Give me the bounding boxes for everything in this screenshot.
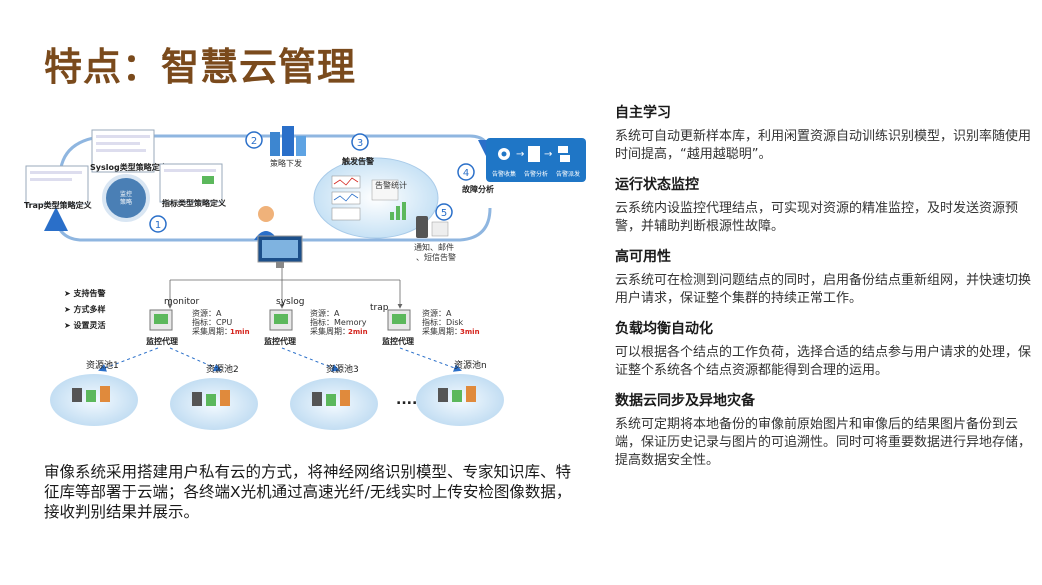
feature-item: 数据云同步及异地灾备 系统可定期将本地备份的审像前原始图片和审像后的结果图片备份…: [615, 392, 1035, 470]
flow-step-3: 告警派发: [556, 170, 580, 178]
flow-arrow-2: →: [544, 149, 552, 160]
protocol-syslog: syslog: [276, 297, 304, 307]
feature-title: 自主学习: [615, 105, 671, 121]
agent-2-metric: 指标：Memory: [310, 317, 367, 327]
agent-2-val: 2min: [348, 328, 368, 336]
policy-card-syslog: [91, 129, 155, 173]
diagram-canvas: Syslog类型策略定义 Trap类型策略定义 指标类型策略定义 监控 策略 1…: [24, 126, 586, 430]
protocol-trap: trap: [370, 303, 389, 313]
feature-item: 高可用性 云系统可在检测到问题结点的同时，启用备份结点重新组网，并快速切换用户请…: [615, 248, 1035, 308]
building-icon: [270, 126, 306, 156]
agent-1-res: 资源：A: [192, 308, 222, 318]
bullet-list: ➤ 支持告警 ➤ 方式多样 ➤ 设置灵活: [64, 288, 106, 330]
phone-icon: [416, 216, 428, 238]
agent-1-cycle: 采集周期：: [192, 326, 232, 336]
bullet-3: ➤ 设置灵活: [64, 320, 106, 330]
policy-badge-line2: 策略: [120, 198, 132, 206]
step-3-icon: 3: [351, 133, 369, 151]
svg-text:资源池2: 资源池2: [206, 363, 239, 375]
syslog-def-label: Syslog类型策略定义: [90, 162, 169, 172]
flow-step-1: 告警收集: [492, 170, 516, 178]
feature-title: 数据云同步及异地灾备: [615, 393, 755, 409]
policy-card-metric: [159, 163, 223, 203]
svg-text:资源池1: 资源池1: [86, 359, 119, 371]
feature-title: 负载均衡自动化: [615, 321, 713, 337]
policy-card-trap: [25, 165, 89, 205]
bullet-1: ➤ 支持告警: [64, 288, 106, 298]
bullet-2: ➤ 方式多样: [64, 304, 106, 314]
agent-1-metric: 指标：CPU: [192, 317, 232, 327]
agent-1: 监控代理 资源：A 指标：CPU 采集周期： 1min: [146, 308, 250, 346]
step-1-icon: 1: [149, 215, 167, 233]
feature-item: 运行状态监控 云系统内设监控代理结点，可实现对资源的精准监控，及时发送资源预警，…: [615, 176, 1035, 236]
protocol-monitor: monitor: [164, 297, 200, 307]
system-description: 审像系统采用搭建用户私有云的方式，将神经网络识别模型、专家知识库、特征库等部署于…: [44, 463, 572, 521]
bar-chart-icon: [390, 202, 406, 220]
agent-1-label: 监控代理: [146, 336, 178, 346]
agent-2-res: 资源：A: [310, 308, 340, 318]
feature-title: 高可用性: [615, 249, 671, 265]
feature-text: 系统可自动更新样本库，利用闲置资源自动训练识别模型，识别率随使用时间提高，“越用…: [615, 129, 1032, 162]
distribute-icon: [558, 146, 570, 162]
agent-3-val: 3min: [460, 328, 480, 336]
svg-text:4: 4: [463, 168, 469, 179]
svg-text:2: 2: [251, 136, 257, 147]
flow-arrow-1: →: [516, 149, 524, 160]
agent-3-cycle: 采集周期：: [422, 326, 462, 336]
notify-line1: 通知、邮件: [414, 242, 454, 252]
svg-text:3: 3: [357, 138, 363, 149]
agent-2: 监控代理 资源：A 指标：Memory 采集周期： 2min: [264, 308, 368, 346]
feature-item: 自主学习 系统可自动更新样本库，利用闲置资源自动训练识别模型，识别率随使用时间提…: [615, 104, 1035, 164]
step-2-icon: 2: [245, 131, 263, 149]
agent-3-res: 资源：A: [422, 308, 452, 318]
feature-item: 负载均衡自动化 可以根据各个结点的工作负荷，选择合适的结点参与用户请求的处理，保…: [615, 320, 1035, 380]
step-5-icon: 5: [435, 203, 453, 221]
policy-badge-line1: 监控: [120, 190, 132, 198]
alarm-stats-label: 告警统计: [375, 180, 407, 190]
alarm-screens: [331, 175, 361, 221]
stats-panel: [371, 179, 399, 201]
svg-text:资源池3: 资源池3: [326, 363, 359, 375]
document-icon: [528, 146, 540, 162]
svg-text:资源池n: 资源池n: [454, 359, 487, 371]
trap-def-label: Trap类型策略定义: [24, 200, 93, 210]
agent-1-val: 1min: [230, 328, 250, 336]
agent-3-metric: 指标：Disk: [422, 317, 464, 327]
pool-3: 资源池3: [290, 363, 378, 430]
trigger-alarm-label: 触发告警: [342, 156, 374, 166]
pool-2: 资源池2: [170, 363, 258, 430]
feature-text: 云系统可在检测到问题结点的同时，启用备份结点重新组网，并快速切换用户请求，保证整…: [615, 273, 1032, 306]
cloud-monitoring-diagram: Syslog类型策略定义 Trap类型策略定义 指标类型策略定义 监控 策略 1…: [20, 118, 590, 436]
pool-1: 资源池1: [50, 359, 138, 426]
feature-text: 可以根据各个结点的工作负荷，选择合适的结点参与用户请求的处理，保证整个系统各个结…: [615, 345, 1032, 378]
operator-icon: [254, 206, 278, 240]
gear-icon: [498, 148, 510, 160]
agent-2-cycle: 采集周期：: [310, 326, 350, 336]
svg-text:5: 5: [441, 208, 447, 219]
pool-n: 资源池n: [416, 359, 504, 426]
feature-text: 云系统内设监控代理结点，可实现对资源的精准监控，及时发送资源预警，并辅助判断根源…: [615, 201, 1019, 234]
agent-2-label: 监控代理: [264, 336, 296, 346]
notify-line2: 、短信告警: [416, 252, 456, 262]
fault-analysis-label: 故障分析: [462, 184, 494, 194]
policy-badge: [102, 174, 150, 222]
flow-step-2: 告警分析: [524, 170, 548, 178]
agent-3: 监控代理 资源：A 指标：Disk 采集周期： 3min: [382, 308, 480, 346]
svg-text:1: 1: [155, 220, 161, 231]
feature-list: 自主学习 系统可自动更新样本库，利用闲置资源自动训练识别模型，识别率随使用时间提…: [615, 104, 1035, 482]
policy-push-label: 策略下发: [270, 158, 302, 168]
metric-def-label: 指标类型策略定义: [162, 198, 227, 208]
page-title: 特点：智慧云管理: [44, 45, 357, 89]
mail-icon: [431, 221, 449, 237]
step-4-icon: 4: [457, 163, 475, 181]
agent-3-label: 监控代理: [382, 336, 414, 346]
feature-title: 运行状态监控: [615, 177, 699, 193]
feature-text: 系统可定期将本地备份的审像前原始图片和审像后的结果图片备份到云端，保证历史记录与…: [615, 417, 1032, 468]
